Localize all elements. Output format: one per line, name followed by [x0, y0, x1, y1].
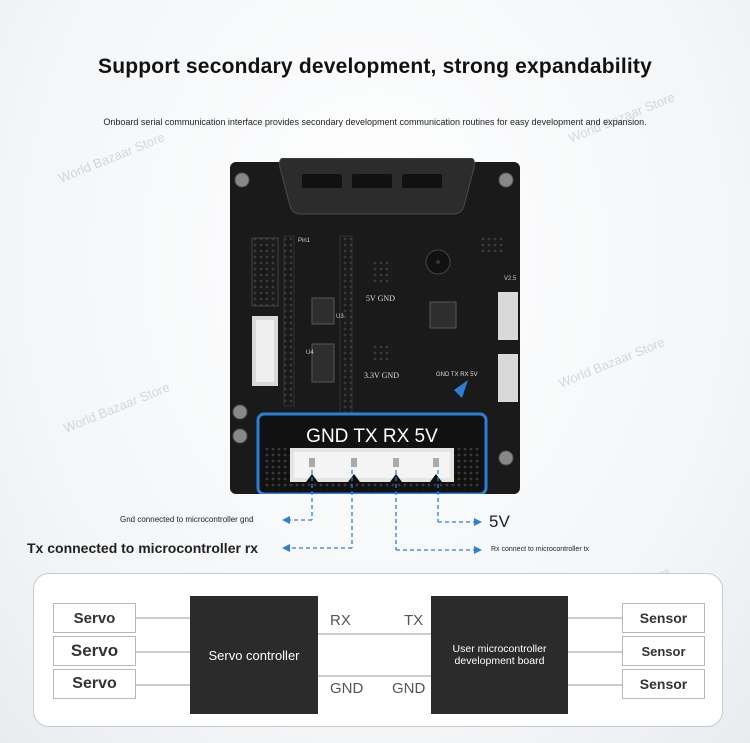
- sensor-box: Sensor: [622, 636, 705, 666]
- controller-board-image: 5V GND 3.3V GND GND TX RX 5V Pin1 U3 U4 …: [230, 158, 520, 494]
- board-label: 5V GND: [366, 294, 395, 303]
- servo-controller-box: Servo controller: [190, 596, 318, 714]
- tx-annotation: Tx connected to microcontroller rx: [27, 540, 259, 556]
- gnd-annotation: Gnd connected to microcontroller gnd: [120, 515, 254, 524]
- servo-box: Servo: [53, 669, 136, 699]
- board-label: V2.5: [504, 276, 517, 282]
- user-mcu-box: User microcontroller development board: [431, 596, 568, 714]
- board-label: Pin1: [298, 238, 311, 244]
- rx-label: RX: [330, 612, 351, 629]
- tx-label: TX: [404, 612, 424, 629]
- sensor-box: Sensor: [622, 669, 705, 699]
- gnd-label: GND: [330, 680, 364, 697]
- gnd-label: GND: [392, 680, 426, 697]
- board-label: U3: [336, 314, 344, 320]
- board-label: U4: [306, 350, 314, 356]
- servo-box: Servo: [53, 603, 136, 633]
- sensor-box: Sensor: [622, 603, 705, 633]
- callout-pin-label: GND TX RX 5V: [306, 426, 438, 447]
- page-title: Support secondary development, strong ex…: [98, 55, 652, 78]
- page-subtitle: Onboard serial communication interface p…: [103, 117, 647, 127]
- board-label: GND TX RX 5V: [436, 372, 478, 378]
- 5v-annotation: 5V: [489, 512, 510, 531]
- connection-diagram-panel: [33, 573, 723, 727]
- rx-annotation: Rx connect to microcontroller tx: [491, 546, 590, 553]
- board-label: 3.3V GND: [364, 371, 399, 380]
- servo-box: Servo: [53, 636, 136, 666]
